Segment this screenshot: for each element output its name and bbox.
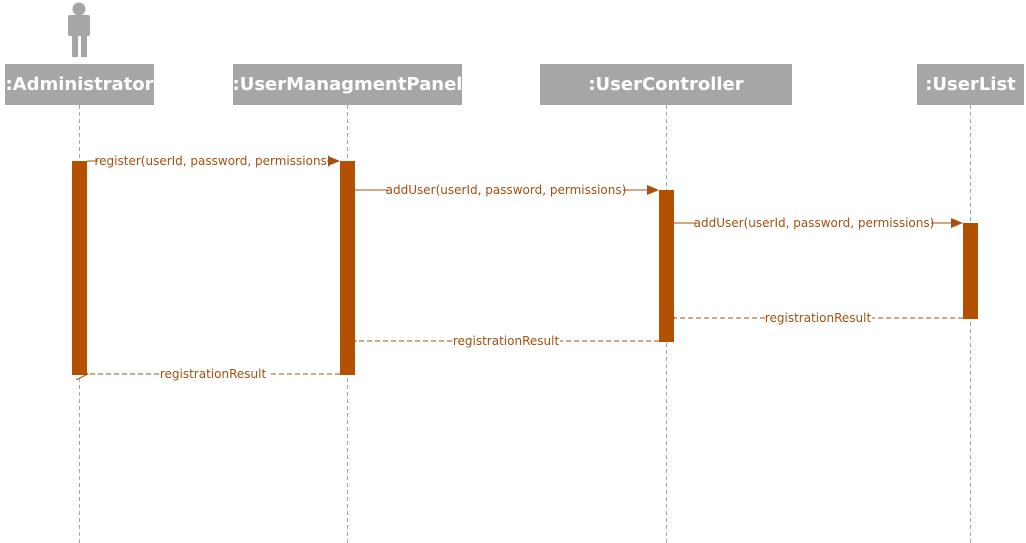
message-add-user-1: addUser(userId, password, permissions) <box>355 183 659 197</box>
actor-icon <box>68 2 90 57</box>
participant-user-controller: :UserController <box>540 64 792 105</box>
message-label: addUser(userId, password, permissions) <box>386 183 627 197</box>
participant-user-managment-panel: :UserManagmentPanel <box>233 64 462 105</box>
message-label: registrationResult <box>453 334 560 348</box>
return-registration-result-3: registrationResult <box>88 367 340 381</box>
participant-label: :UserManagmentPanel <box>232 74 463 95</box>
return-registration-result-2: registrationResult <box>356 334 659 348</box>
participant-label: :UserController <box>588 74 744 95</box>
participant-label: :Administrator <box>5 74 154 95</box>
return-registration-result-1: registrationResult <box>675 311 963 325</box>
participant-label: :UserList <box>925 74 1016 95</box>
activation-user-list <box>963 223 978 319</box>
message-register: register(userId, password, permissions) <box>87 154 340 168</box>
message-label: registrationResult <box>160 367 267 381</box>
activation-user-managment-panel <box>340 161 355 375</box>
activation-administrator <box>72 161 87 375</box>
participant-administrator: :Administrator <box>5 64 154 105</box>
message-label: registrationResult <box>765 311 872 325</box>
participant-user-list: :UserList <box>917 64 1024 105</box>
message-label: register(userId, password, permissions) <box>95 154 332 168</box>
message-add-user-2: addUser(userId, password, permissions) <box>674 216 963 230</box>
message-label: addUser(userId, password, permissions) <box>694 216 935 230</box>
activation-user-controller <box>659 190 674 342</box>
